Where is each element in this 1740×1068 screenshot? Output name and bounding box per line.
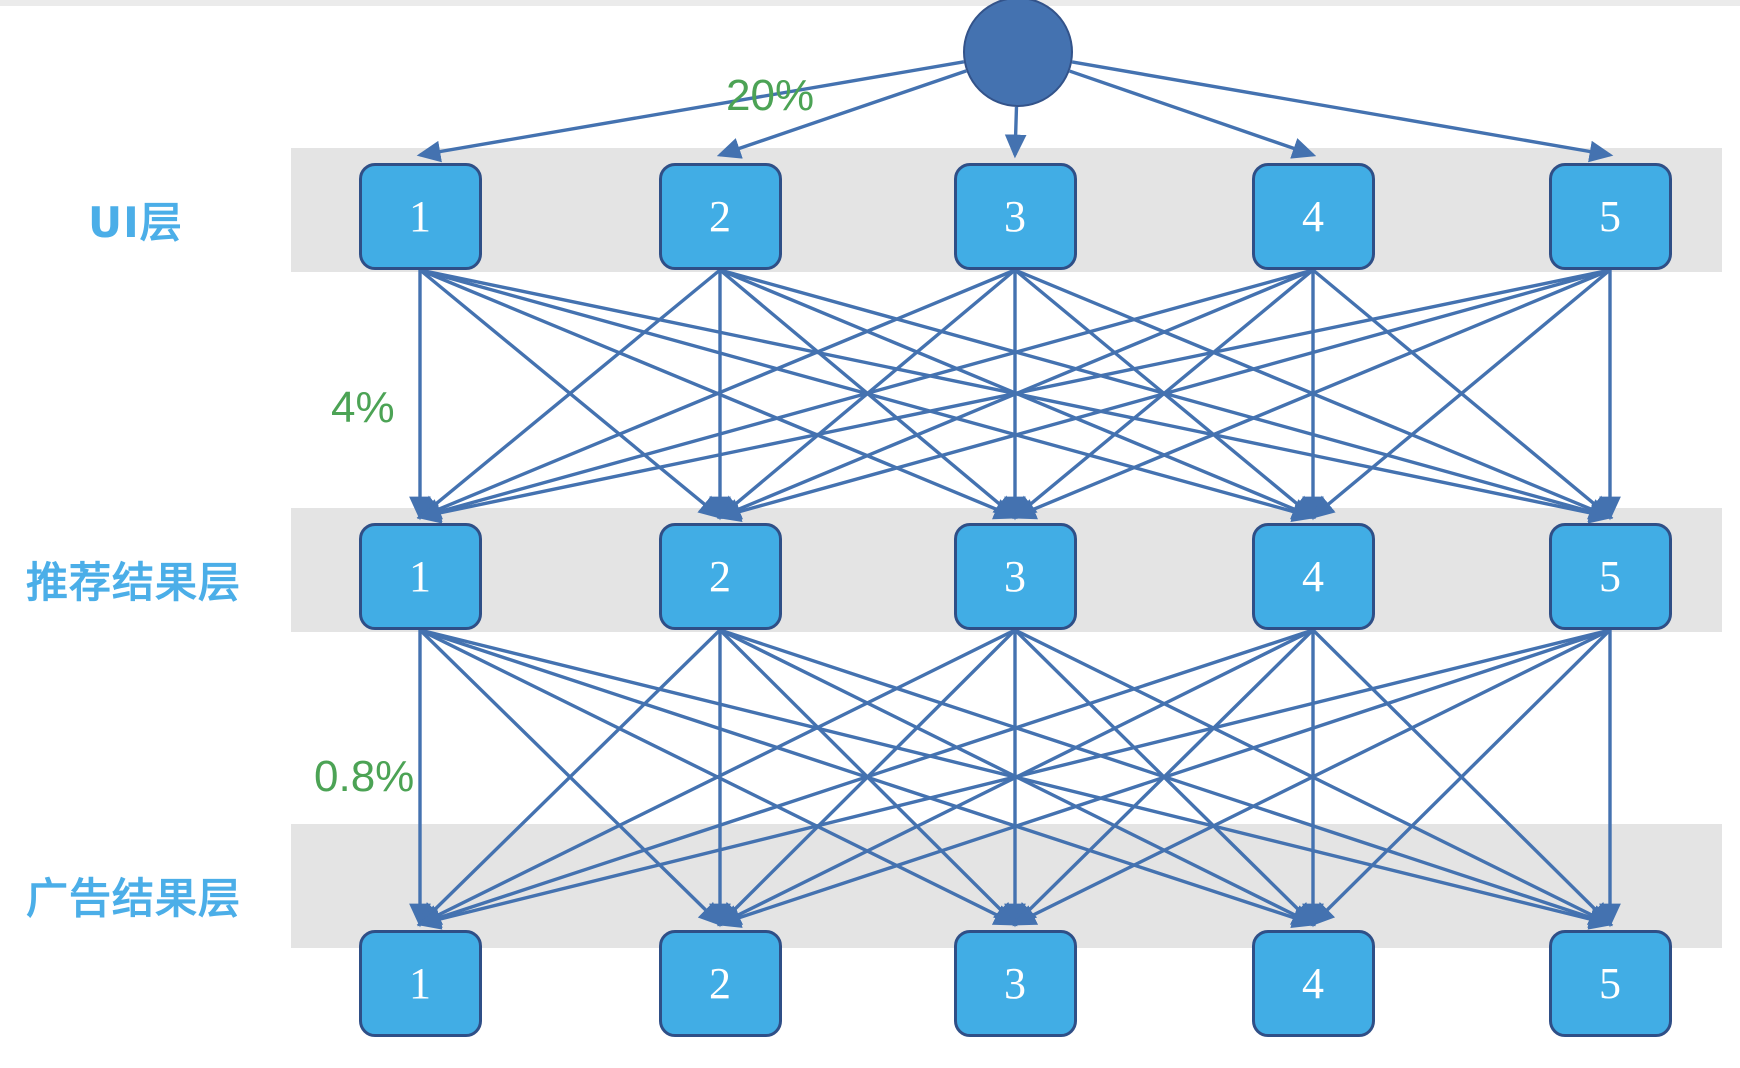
percent-label-recommend-to-ad: 0.8% — [314, 752, 415, 801]
row-label-ad-layer: 广告结果层 — [26, 874, 242, 923]
node-ui-layer-2[interactable]: 2 — [658, 163, 782, 270]
edge-root-to-ui-4 — [1069, 69, 1317, 159]
percent-label-root-to-ui: 20% — [726, 71, 815, 120]
node-recommend-layer-3[interactable]: 3 — [953, 523, 1077, 630]
row-label-recommend-layer: 推荐结果层 — [26, 558, 242, 607]
row-label-ui-layer: UI层 — [88, 198, 183, 247]
top-strip — [0, 0, 1740, 6]
edge-ui-layer-1-to-recommend-layer-2 — [418, 268, 723, 520]
root-node[interactable] — [963, 0, 1073, 107]
node-recommend-layer-2[interactable]: 2 — [658, 523, 782, 630]
edge-ui-layer-5-to-recommend-layer-3 — [1011, 268, 1611, 520]
edge-ui-layer-2-to-recommend-layer-4 — [719, 268, 1317, 520]
edge-ui-layer-4-to-recommend-layer-5 — [1311, 268, 1613, 520]
percent-label-ui-to-recommend: 4% — [331, 383, 395, 432]
node-ui-layer-4[interactable]: 4 — [1251, 163, 1375, 270]
node-ad-layer-5[interactable]: 5 — [1548, 930, 1672, 1037]
edge-ui-layer-3-to-recommend-layer-4 — [1013, 268, 1316, 520]
edge-ui-layer-2-to-recommend-layer-5 — [719, 268, 1614, 523]
edge-ui-layer-3-to-recommend-layer-5 — [1014, 268, 1614, 520]
node-ui-layer-3[interactable]: 3 — [953, 163, 1077, 270]
edge-root-to-ui-1 — [416, 60, 965, 163]
edge-ui-layer-5-to-recommend-layer-4 — [1310, 268, 1612, 520]
edge-ui-layer-4-to-recommend-layer-2 — [716, 268, 1314, 520]
edge-ui-layer-2-to-recommend-layer-3 — [718, 268, 1018, 520]
edge-ui-layer-5-to-recommend-layer-1 — [416, 268, 1611, 524]
edge-root-to-ui-5 — [1071, 60, 1614, 163]
node-ui-layer-1[interactable]: 1 — [358, 163, 482, 270]
node-ad-layer-1[interactable]: 1 — [358, 930, 482, 1037]
edge-ui-layer-1-to-recommend-layer-5 — [419, 268, 1614, 524]
edge-ui-layer-4-to-recommend-layer-3 — [1012, 268, 1315, 520]
node-recommend-layer-4[interactable]: 4 — [1251, 523, 1375, 630]
node-ui-layer-5[interactable]: 5 — [1548, 163, 1672, 270]
edge-ui-layer-3-to-recommend-layer-1 — [416, 268, 1016, 520]
edge-ui-layer-1-to-recommend-layer-4 — [419, 268, 1317, 523]
node-recommend-layer-1[interactable]: 1 — [358, 523, 482, 630]
edge-ui-layer-2-to-recommend-layer-1 — [417, 268, 722, 520]
node-ad-layer-4[interactable]: 4 — [1251, 930, 1375, 1037]
edge-ui-layer-1-to-recommend-layer-3 — [419, 268, 1019, 520]
node-recommend-layer-5[interactable]: 5 — [1548, 523, 1672, 630]
node-ad-layer-3[interactable]: 3 — [953, 930, 1077, 1037]
edge-ui-layer-5-to-recommend-layer-2 — [716, 268, 1611, 523]
edge-ui-layer-3-to-recommend-layer-2 — [717, 268, 1017, 520]
edge-ui-layer-4-to-recommend-layer-1 — [416, 268, 1314, 523]
node-ad-layer-2[interactable]: 2 — [658, 930, 782, 1037]
